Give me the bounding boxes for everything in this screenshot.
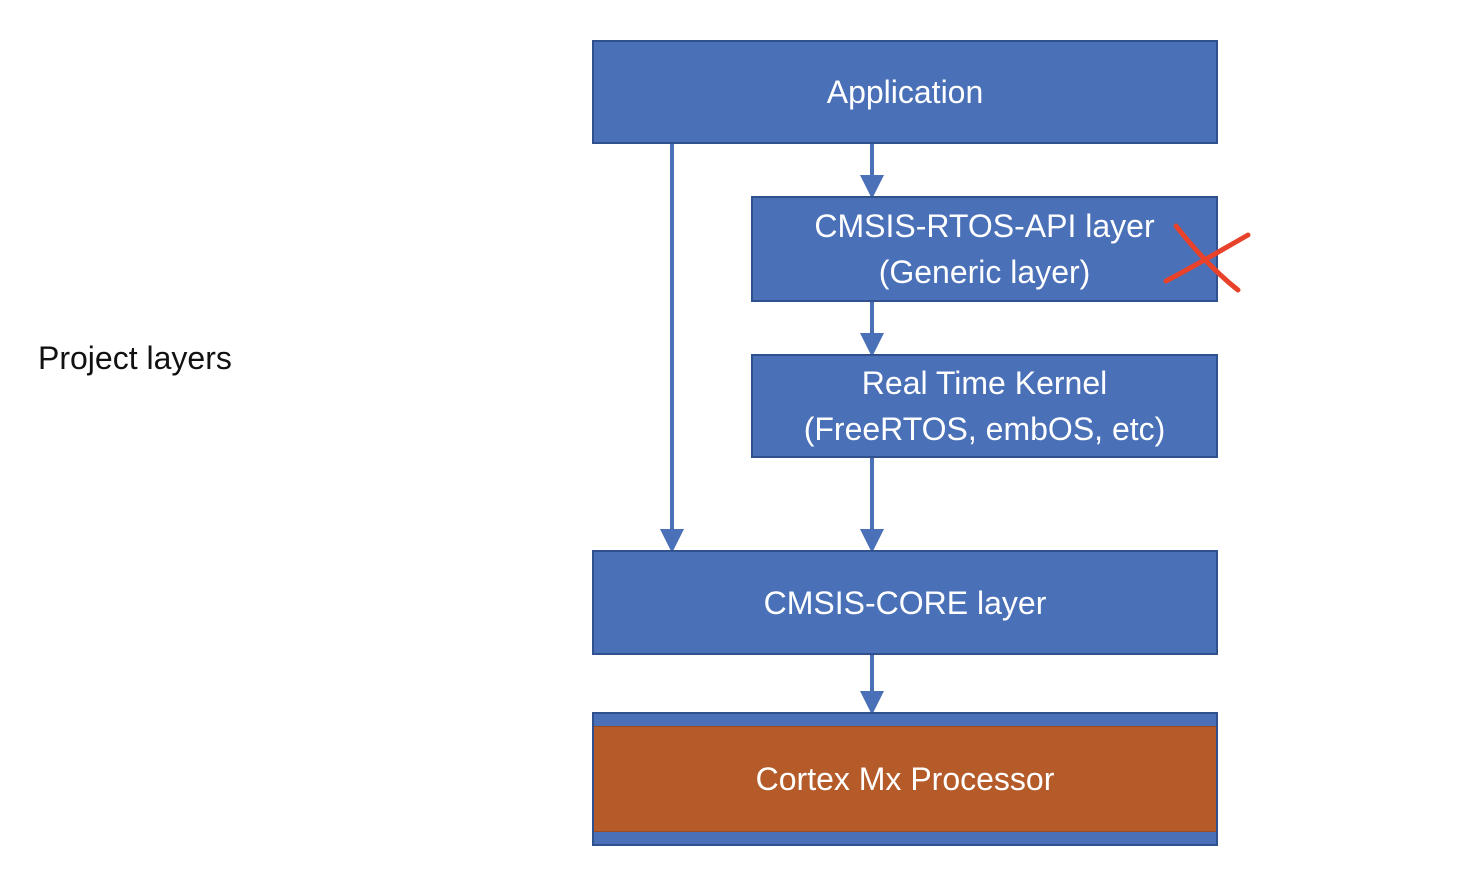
generic-layer-label: (Generic layer) [878, 254, 1091, 290]
cmsis-rtos-api-layer: CMSIS-RTOS-API layer (Generic layer) [751, 196, 1218, 302]
cmsis-rtos-api-label: CMSIS-RTOS-API layer [814, 208, 1155, 244]
cmsis-core-label: CMSIS-CORE layer [763, 584, 1047, 621]
application-label: Application [826, 74, 984, 110]
real-time-kernel-layer: Real Time Kernel (FreeRTOS, embOS, etc) [751, 354, 1218, 458]
cmsis-core-layer: CMSIS-CORE layer [592, 550, 1218, 655]
project-layers-label: Project layers [38, 340, 232, 376]
kernel-examples-label: (FreeRTOS, embOS, etc) [803, 411, 1166, 447]
cortex-mx-processor-label: Cortex Mx Processor [755, 760, 1055, 797]
processor-layer: Cortex Mx Processor [592, 712, 1218, 846]
cortex-mx-processor-block: Cortex Mx Processor [594, 726, 1216, 832]
application-layer: Application [592, 40, 1218, 144]
real-time-kernel-label: Real Time Kernel [861, 365, 1108, 401]
